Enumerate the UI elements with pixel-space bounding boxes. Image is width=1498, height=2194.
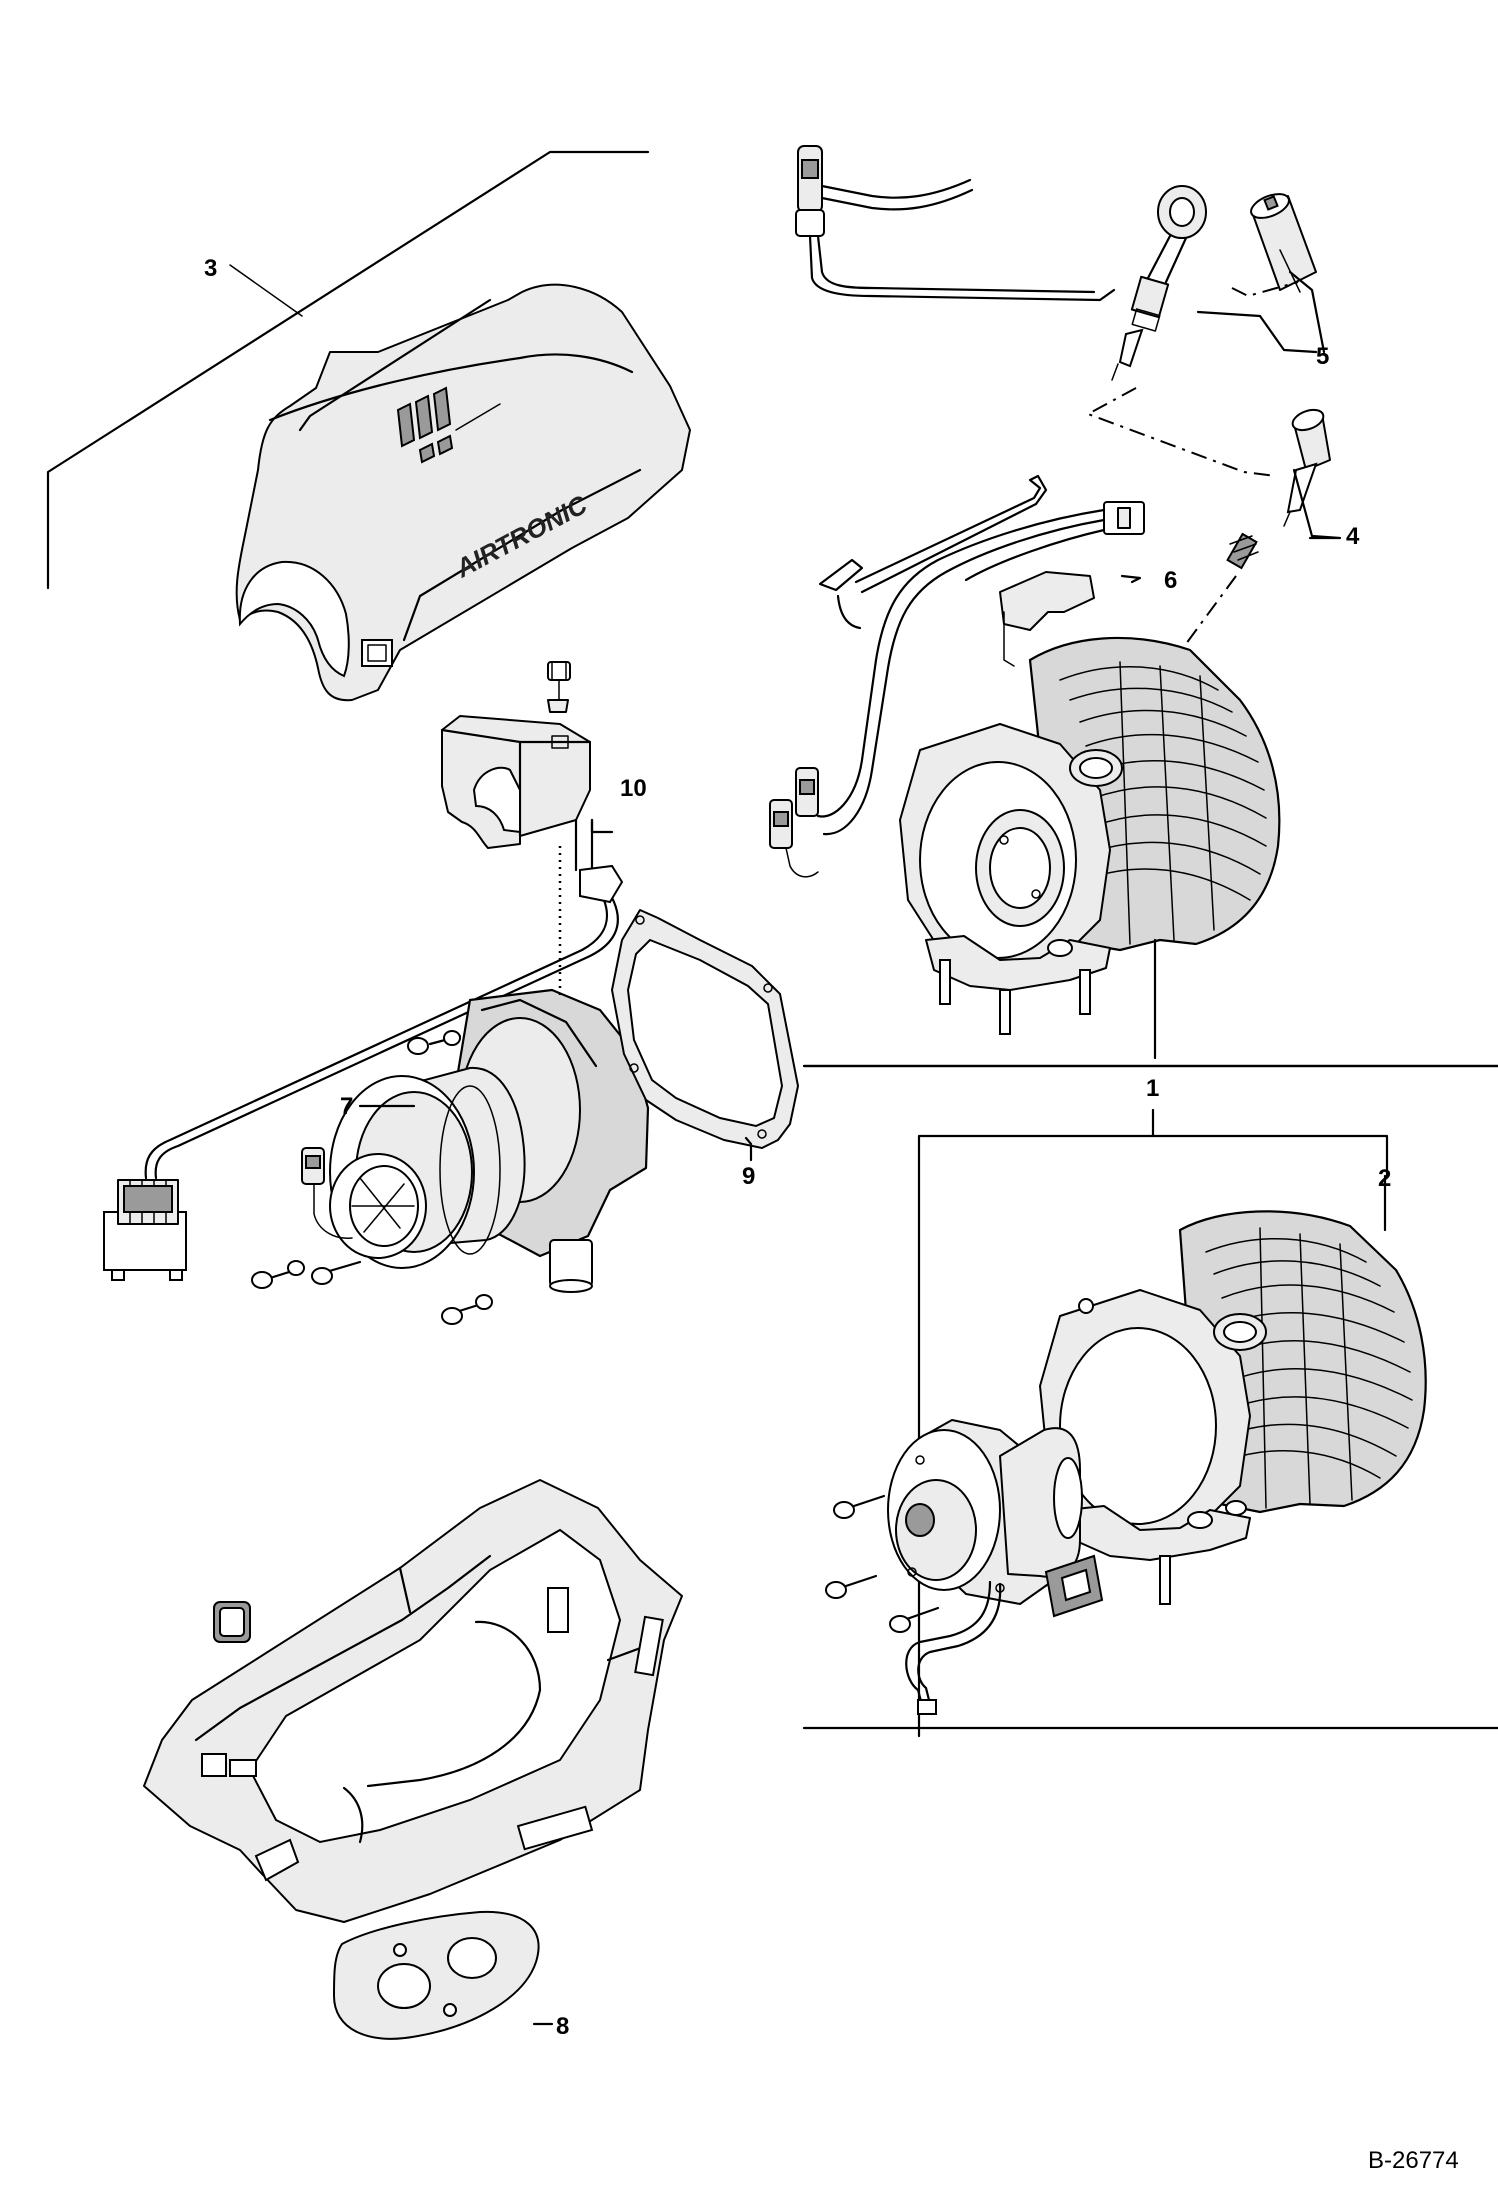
callout-4: 4: [1346, 523, 1360, 550]
sensor-harness: [769, 474, 1145, 878]
brand-logo-mark: [396, 386, 501, 464]
callout-2: 2: [1378, 1165, 1391, 1192]
callout-5: 5: [1316, 343, 1329, 370]
callout-1: 1: [1146, 1075, 1159, 1102]
callout-9: 9: [742, 1163, 755, 1190]
leader-lines: [358, 270, 1387, 2026]
callout-10: 10: [620, 775, 647, 802]
flame-sensor: [795, 145, 1317, 381]
burner-assembly: [825, 1419, 1104, 1715]
upper-cover: AIRTRONIC: [46, 150, 691, 702]
heat-exchanger-upper: [899, 636, 1281, 1035]
lower-cover: [143, 1479, 683, 1923]
heat-exchanger-lower: [1039, 1210, 1427, 1605]
drawing-reference: B-26774: [1368, 2147, 1459, 2174]
callout-6: 6: [1164, 567, 1177, 594]
mounting-gasket: [333, 1910, 540, 2040]
callout-7: 7: [340, 1093, 353, 1120]
gasket: [611, 909, 799, 1149]
blower-motor: [103, 864, 650, 1325]
callout-8: 8: [556, 2013, 569, 2040]
glow-pin: [1226, 408, 1331, 570]
control-unit: [440, 661, 594, 872]
callout-3: 3: [204, 255, 217, 282]
